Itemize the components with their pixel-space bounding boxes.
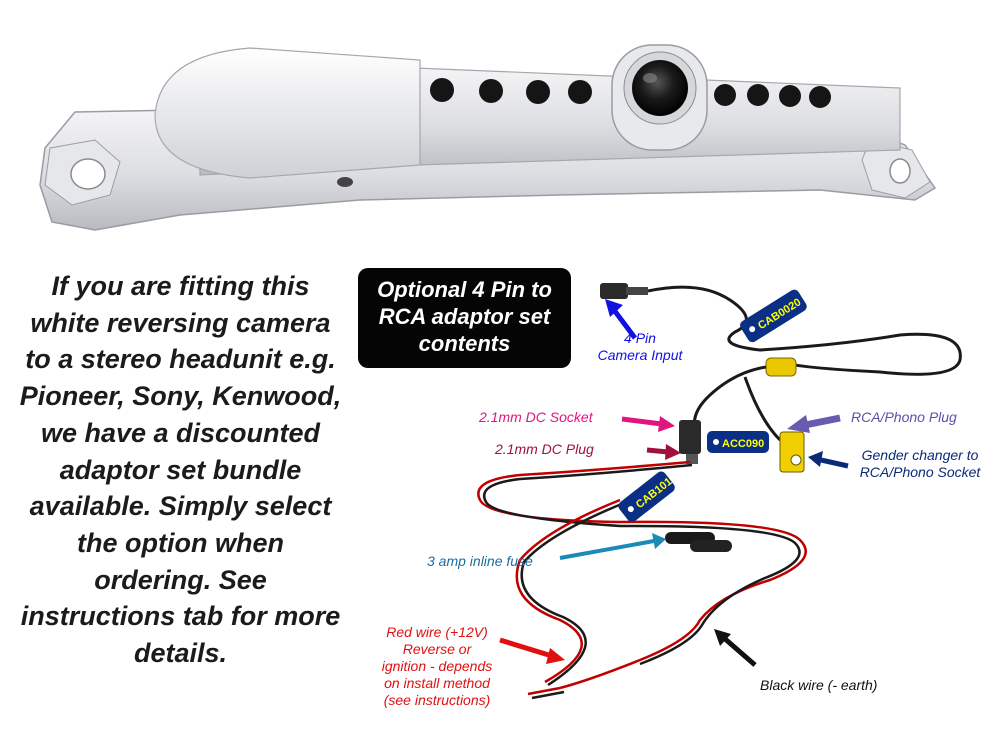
label-4pin-camera-input: 4 Pin Camera Input xyxy=(585,330,695,364)
arrow-dc-socket xyxy=(621,416,675,432)
optional-adaptor-badge: Optional 4 Pin to RCA adaptor set conten… xyxy=(358,268,571,368)
label-gender-line2: RCA/Phono Socket xyxy=(859,464,981,480)
arrow-gender xyxy=(808,451,849,469)
arrow-red-wire xyxy=(499,637,565,664)
arrow-black-wire xyxy=(714,629,757,667)
label-rca-plug: RCA/Phono Plug xyxy=(851,409,957,425)
label-red-line3: ignition - depends xyxy=(381,658,493,674)
badge-text: Optional 4 Pin to RCA adaptor set conten… xyxy=(377,277,552,356)
arrow-rca-plug xyxy=(787,414,841,433)
reversing-camera xyxy=(39,44,937,231)
tag-acc090: ACC090 xyxy=(722,438,764,450)
adaptor-kit-diagram: CAB0020 ACC090 CAB101 xyxy=(477,283,962,700)
arrow-fuse xyxy=(559,533,666,560)
label-red-line4: on install method xyxy=(384,675,490,691)
label-gender-changer: Gender changer to RCA/Phono Socket xyxy=(845,447,995,481)
label-red-wire: Red wire (+12V) Reverse or ignition - de… xyxy=(362,624,512,709)
label-red-line1: Red wire (+12V) xyxy=(386,624,488,640)
label-red-line5: (see instructions) xyxy=(383,692,491,708)
label-dc-socket: 2.1mm DC Socket xyxy=(479,409,593,425)
arrow-4pin xyxy=(605,299,637,340)
label-gender-line1: Gender changer to xyxy=(861,447,979,463)
label-4pin-line1: 4 Pin xyxy=(624,330,656,346)
arrow-dc-plug xyxy=(646,444,681,460)
label-fuse: 3 amp inline fuse xyxy=(427,553,533,569)
label-4pin-line2: Camera Input xyxy=(597,347,683,363)
label-black-wire: Black wire (- earth) xyxy=(760,677,878,693)
label-dc-plug: 2.1mm DC Plug xyxy=(495,441,594,457)
label-red-line2: Reverse or xyxy=(402,641,472,657)
product-description: If you are fitting this white reversing … xyxy=(19,271,342,669)
